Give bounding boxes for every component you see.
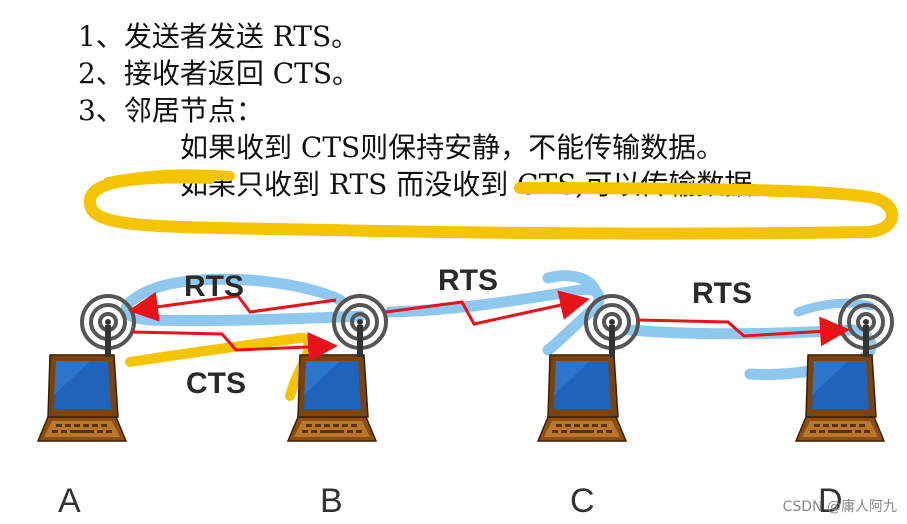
node-label-b: B <box>320 482 343 520</box>
blue-highlight-top-c <box>542 270 601 296</box>
antenna-icon-c <box>584 294 640 359</box>
arrow-rts-cd <box>637 316 850 347</box>
label-rts-cd: RTS <box>692 277 752 310</box>
arrow-rts-ab <box>128 291 337 322</box>
blue-highlight-a <box>120 273 366 327</box>
rule-cts: 如果收到 CTS则保持安静，不能传输数据。 <box>180 131 725 164</box>
yellow-highlight-2 <box>103 169 235 187</box>
arrow-cts-ba <box>131 330 338 362</box>
blue-highlight-bc <box>384 283 605 356</box>
antenna-icon-b <box>332 294 388 359</box>
laptop-icon-c <box>537 354 627 442</box>
antenna-icon-a <box>80 294 136 359</box>
yellow-highlight-cts <box>125 332 314 401</box>
laptop-icon-b <box>287 354 377 442</box>
laptop-icon-d <box>795 354 885 442</box>
label-rts-ab: RTS <box>184 270 244 303</box>
step-2: 2、接收者返回 CTS。 <box>78 57 360 90</box>
laptop-icon-a <box>37 354 127 442</box>
watermark: CSDN @庸人阿九 <box>782 499 897 515</box>
label-cts-ba: CTS <box>186 367 246 400</box>
arrow-rts-bc <box>385 290 590 326</box>
step-3: 3、邻居节点： <box>78 94 264 127</box>
node-label-a: A <box>58 482 81 520</box>
node-label-d: D <box>818 482 843 520</box>
label-rts-bc: RTS <box>438 264 498 297</box>
step-1: 1、发送者发送 RTS。 <box>78 20 360 53</box>
node-label-c: C <box>570 482 595 520</box>
antenna-icon-d <box>838 294 894 359</box>
yellow-highlight <box>83 171 899 240</box>
